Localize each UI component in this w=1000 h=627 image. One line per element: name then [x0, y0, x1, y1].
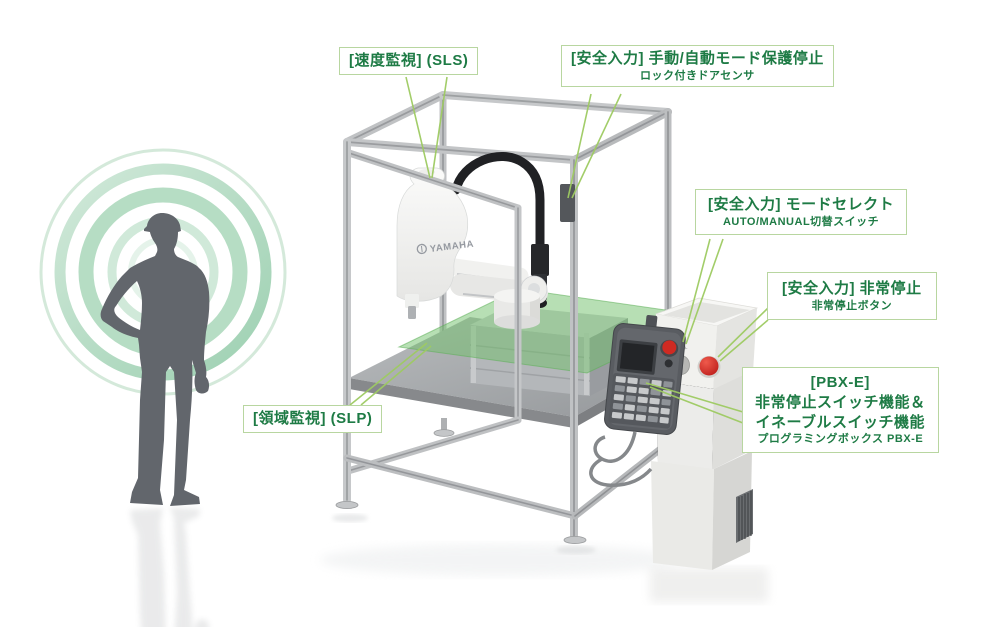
pendant-estop-button [662, 340, 677, 355]
yamaha-logo: YAMAHA [416, 239, 475, 255]
vent-grille [736, 489, 753, 543]
callout-area-monitoring: [領域監視] (SLP) [243, 405, 383, 433]
callout-title: [速度監視] (SLS) [349, 52, 469, 69]
callout-subtitle: AUTO/MANUAL切替スイッチ [722, 215, 880, 228]
callout-mode-select: [安全入力] モードセレクト AUTO/MANUAL切替スイッチ [695, 189, 908, 236]
callout-title: [安全入力] 非常停止 [782, 280, 922, 297]
callout-line3: イネーブルスイッチ機能 [755, 413, 926, 431]
leader-lines [349, 76, 769, 424]
callout-speed-monitoring: [速度監視] (SLS) [339, 47, 479, 75]
callout-title: [PBX-E] [810, 374, 870, 391]
scara-robot: YAMAHA [396, 152, 549, 329]
callout-door-sensor: [安全入力] 手動/自動モード保護停止 ロック付きドアセンサ [561, 45, 834, 88]
callout-emergency-stop: [安全入力] 非常停止 非常停止ボタン [767, 272, 937, 321]
safety-cage-front [335, 138, 672, 545]
pendant-cable [593, 431, 637, 463]
svg-text:YAMAHA: YAMAHA [429, 239, 474, 255]
callout-line2: 非常停止スイッチ機能＆ [755, 393, 926, 411]
floor-reflections [320, 514, 768, 602]
robot-cable-arch [451, 152, 545, 251]
callout-subtitle: ロック付きドアセンサ [640, 69, 755, 82]
callout-title: [安全入力] 手動/自動モード保護停止 [571, 50, 824, 67]
estop-button [697, 356, 721, 378]
door-sensor [560, 184, 575, 222]
callout-pbx-e: [PBX-E] 非常停止スイッチ機能＆ イネーブルスイッチ機能 プログラミングボ… [742, 367, 939, 453]
callout-subtitle: 非常停止ボタン [811, 299, 893, 312]
operator-silhouette [100, 213, 210, 627]
callout-title: [領域監視] (SLP) [253, 410, 373, 427]
programming-pendant [589, 315, 686, 488]
callout-title: [安全入力] モードセレクト [708, 196, 895, 213]
callout-subtitle: プログラミングボックス PBX-E [757, 433, 924, 446]
